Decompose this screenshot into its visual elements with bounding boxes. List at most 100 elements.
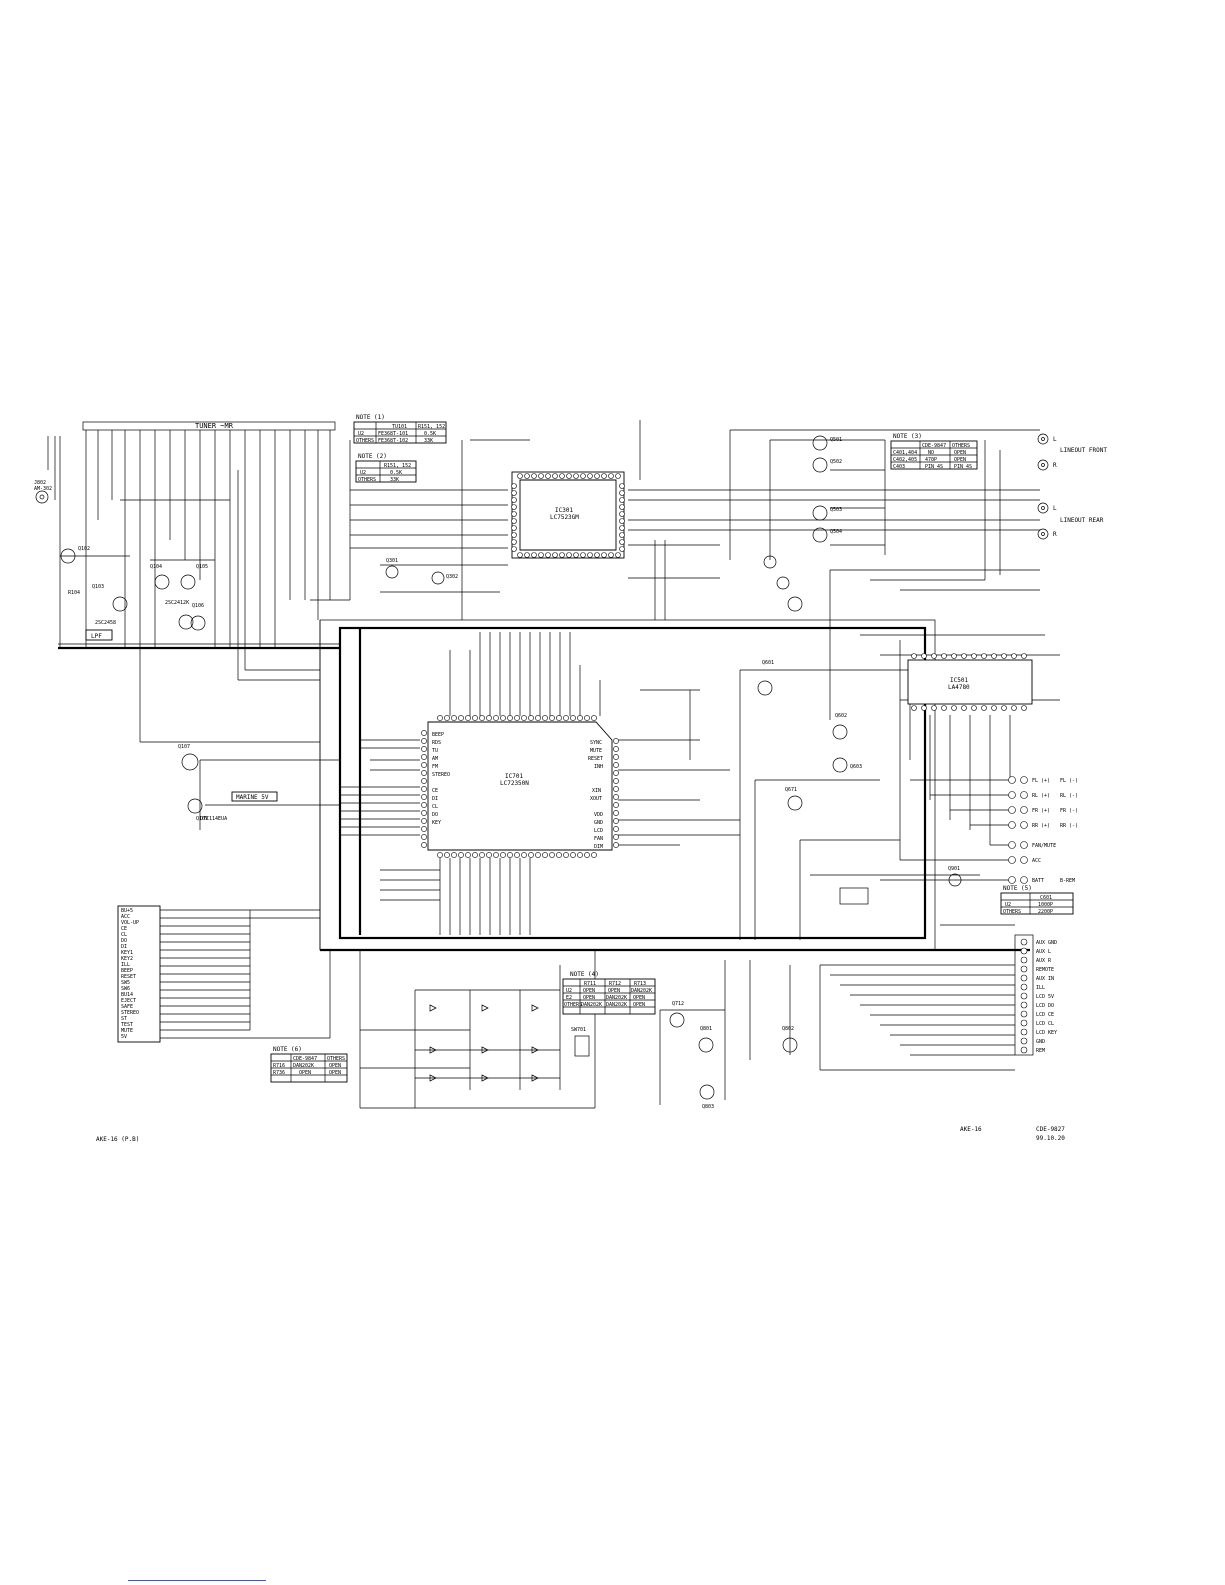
note-3-table: NOTE (3) CDE-9847 OTHERS C401,404 NO OPE…: [890, 433, 978, 470]
svg-text:AUX GND: AUX GND: [1036, 940, 1057, 946]
note-1-table: NOTE (1) TU101 R151, 152 U2 FE368T-101 0…: [353, 414, 447, 444]
svg-text:AUX R: AUX R: [1036, 958, 1052, 964]
svg-text:Q503: Q503: [830, 507, 842, 513]
lpf-label: LPF: [91, 633, 102, 640]
svg-text:DO: DO: [121, 938, 127, 944]
svg-text:FAN/MUTE: FAN/MUTE: [1032, 843, 1056, 849]
svg-text:FR (+): FR (+): [1032, 808, 1050, 814]
svg-text:DAN202K: DAN202K: [606, 1002, 627, 1008]
svg-text:GND: GND: [1036, 1039, 1045, 1045]
svg-text:AUX IN: AUX IN: [1036, 976, 1054, 982]
svg-text:OTHERS: OTHERS: [564, 1002, 582, 1008]
footer: AKE-16 (P.B) AKE-16 CDE-9827 99.10.20: [96, 1126, 1065, 1143]
svg-text:BU14: BU14: [121, 992, 133, 998]
antenna-jack: J802 AM-302: [34, 480, 52, 504]
svg-text:E2: E2: [566, 995, 572, 1001]
svg-text:R104: R104: [68, 590, 80, 596]
ic501-part: LA4780: [948, 684, 970, 691]
svg-text:33K: 33K: [390, 477, 399, 483]
speaker-connector: FL (+) FL (-) RL (+) RL (-) FR (+) FR (-…: [1008, 776, 1078, 884]
ic701-right-pins: [613, 738, 619, 848]
marine-label: MARINE 5V: [236, 794, 269, 801]
svg-text:LCD CL: LCD CL: [1036, 1021, 1054, 1027]
svg-text:OPEN: OPEN: [329, 1070, 341, 1076]
svg-text:CE: CE: [432, 788, 438, 794]
svg-text:BATT: BATT: [1032, 878, 1044, 884]
svg-text:REMOTE: REMOTE: [1036, 967, 1054, 973]
antenna-part: AM-302: [34, 486, 52, 492]
dsp-transistors: Q301 Q302: [385, 558, 458, 585]
svg-text:R: R: [1053, 531, 1057, 538]
ic701-left-pins: [421, 730, 427, 848]
svg-text:PIN 4S: PIN 4S: [954, 464, 972, 470]
svg-text:TU: TU: [432, 748, 438, 754]
svg-text:1000P: 1000P: [1038, 902, 1053, 908]
svg-text:33K: 33K: [424, 438, 433, 444]
svg-text:R711: R711: [584, 981, 596, 987]
ic701-pin-labels: BEEP RDS TU AM FM STEREO CE DI CL DO KEY…: [432, 732, 603, 850]
svg-text:0.5K: 0.5K: [424, 431, 436, 437]
ic301-pins: [511, 473, 625, 558]
svg-text:Q603: Q603: [850, 764, 862, 770]
svg-text:Q105: Q105: [196, 564, 208, 570]
svg-text:C601: C601: [1040, 895, 1052, 901]
svg-text:OPEN: OPEN: [583, 995, 595, 1001]
svg-text:MUTE: MUTE: [121, 1028, 133, 1034]
svg-text:Q802: Q802: [782, 1026, 794, 1032]
svg-text:L: L: [1053, 436, 1057, 443]
svg-text:Q712: Q712: [672, 1001, 684, 1007]
svg-text:R: R: [1053, 462, 1057, 469]
svg-text:FE368T-102: FE368T-102: [378, 438, 408, 444]
svg-text:SYNC: SYNC: [590, 740, 602, 746]
footer-left: AKE-16 (P.B): [96, 1136, 139, 1143]
svg-text:ILL: ILL: [121, 962, 130, 968]
svg-text:CE: CE: [121, 926, 127, 932]
svg-text:R736: R736: [273, 1070, 285, 1076]
svg-text:Q803: Q803: [702, 1104, 714, 1110]
svg-text:FL (+): FL (+): [1032, 778, 1050, 784]
svg-text:C402,405: C402,405: [893, 457, 917, 463]
svg-text:SW6: SW6: [121, 986, 130, 992]
left-transistors: Q102 Q103 Q104 Q105 Q106 Q107 Q109 R104 …: [60, 546, 227, 822]
svg-text:U2: U2: [1005, 902, 1011, 908]
svg-text:INH: INH: [594, 764, 603, 770]
bottom-link-underline[interactable]: [128, 1580, 266, 1581]
svg-text:RR (+): RR (+): [1032, 823, 1050, 829]
svg-text:OPEN: OPEN: [954, 450, 966, 456]
tuner-block: TUNER ~MR: [195, 422, 234, 430]
svg-text:OPEN: OPEN: [329, 1063, 341, 1069]
svg-text:KEY: KEY: [432, 820, 441, 826]
svg-text:BEEP: BEEP: [121, 968, 133, 974]
svg-text:470P: 470P: [925, 457, 937, 463]
footer-code: CDE-9827: [1036, 1126, 1065, 1133]
svg-text:OPEN: OPEN: [299, 1070, 311, 1076]
aux-connector: AUX GND AUX L AUX R REMOTE AUX IN ILL LC…: [1014, 934, 1057, 1056]
tuner-label: TUNER ~MR: [195, 422, 234, 430]
footer-date: 99.10.20: [1036, 1135, 1065, 1142]
ic701-top-pins: [437, 715, 597, 721]
svg-text:KEY2: KEY2: [121, 956, 133, 962]
note-2-table: NOTE (2) R151, 152 U2 0.5K OTHERS 33K: [355, 453, 417, 483]
svg-text:RL (+): RL (+): [1032, 793, 1050, 799]
svg-text:R712: R712: [609, 981, 621, 987]
svg-text:RESET: RESET: [588, 756, 603, 762]
ic701-bottom-pins: [437, 852, 597, 858]
svg-text:DTC114EUA: DTC114EUA: [200, 816, 227, 822]
svg-text:Q104: Q104: [150, 564, 162, 570]
svg-text:C403: C403: [893, 464, 905, 470]
svg-text:Q602: Q602: [835, 713, 847, 719]
left-port-block: BU+5 ACC VOL-UP CE CL DO DI KEY1 KEY2 IL…: [117, 905, 161, 1043]
lpf-block: LPF: [85, 629, 113, 641]
svg-text:XIN: XIN: [592, 788, 601, 794]
aux-pins: [1020, 938, 1028, 1054]
svg-text:2SC2412K: 2SC2412K: [165, 600, 189, 606]
svg-text:FL (-): FL (-): [1060, 778, 1078, 784]
svg-text:SW701: SW701: [571, 1027, 586, 1033]
svg-text:NO: NO: [928, 450, 934, 456]
svg-text:SAFE: SAFE: [121, 1004, 133, 1010]
lineout-front-label: LINEOUT FRONT: [1060, 447, 1107, 454]
svg-text:RR (-): RR (-): [1060, 823, 1078, 829]
svg-text:2SC2458: 2SC2458: [95, 620, 116, 626]
marine-5v-box: MARINE 5V: [231, 791, 278, 802]
svg-text:PIN 4S: PIN 4S: [925, 464, 943, 470]
